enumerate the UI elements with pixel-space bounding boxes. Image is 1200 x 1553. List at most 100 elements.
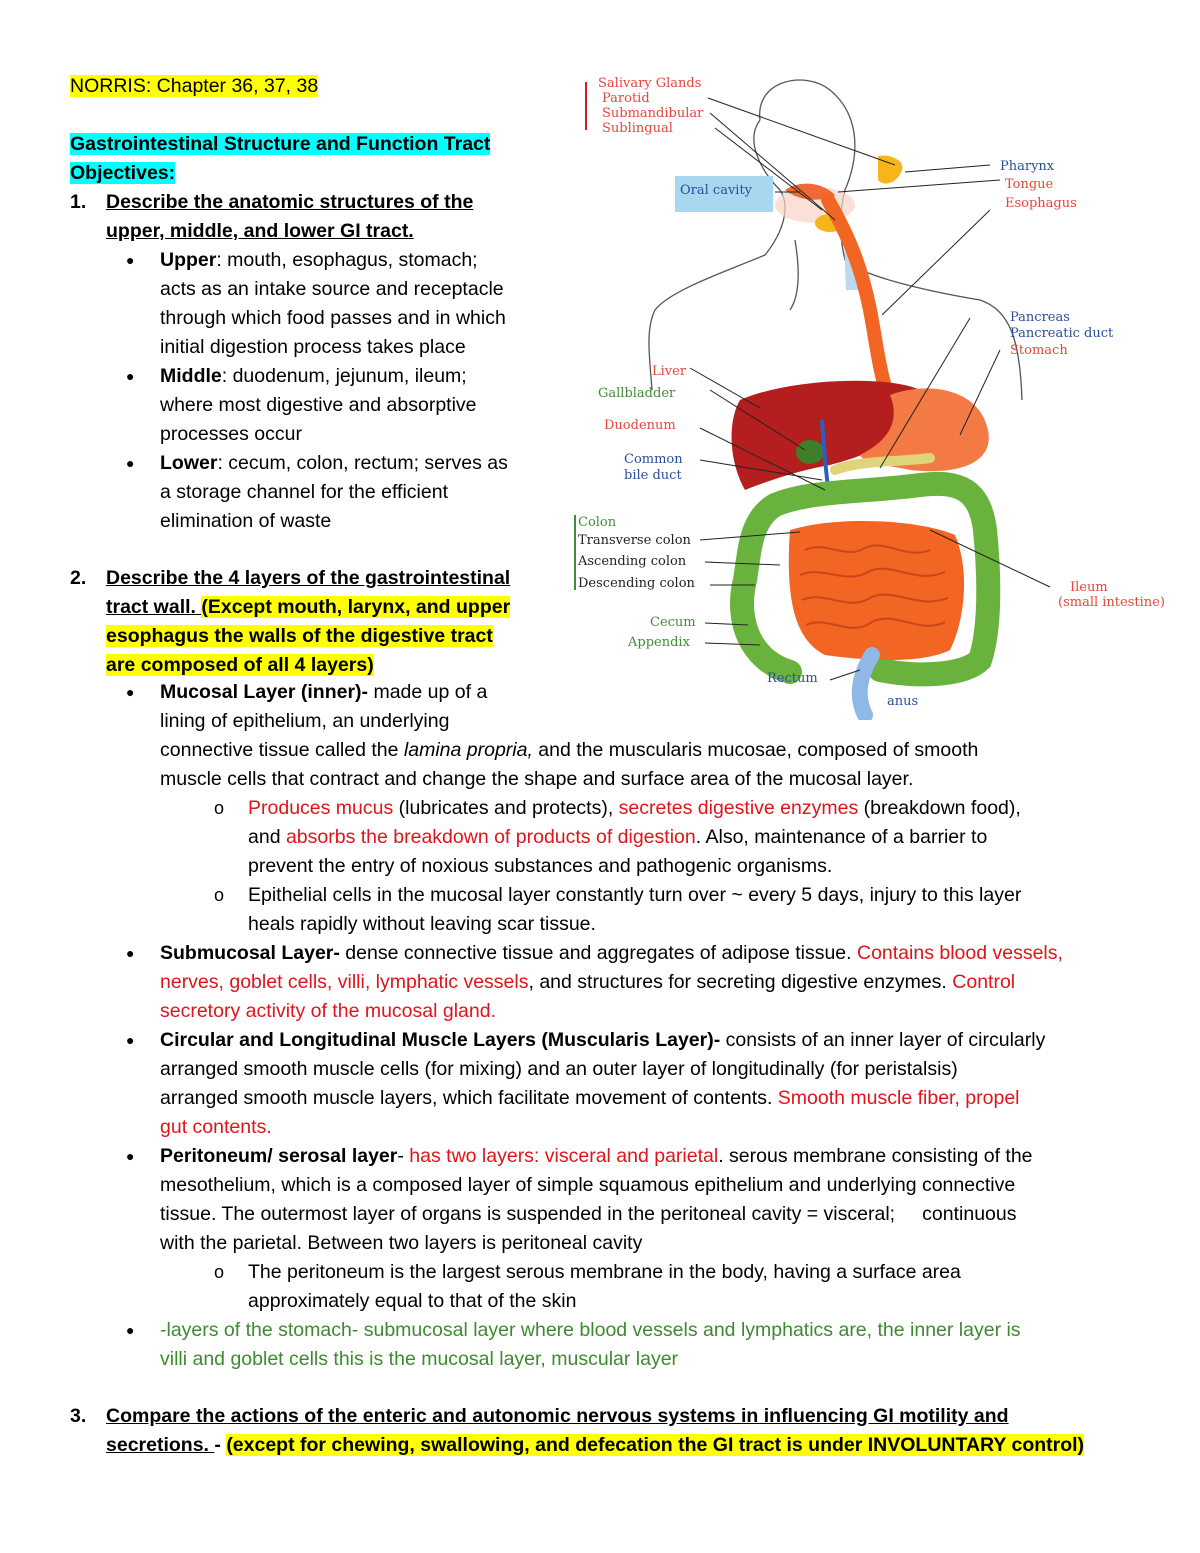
submucosal-red3: Control bbox=[952, 971, 1016, 993]
bullet-icon: ● bbox=[126, 252, 135, 268]
objective-2-line4: are composed of all 4 layers) bbox=[106, 651, 374, 680]
objective-2-line3: esophagus the walls of the digestive tra… bbox=[106, 622, 493, 651]
label-pharynx: Pharynx bbox=[1000, 159, 1055, 174]
digestive-system-diagram: Salivary Glands Parotid Submandibular Su… bbox=[574, 76, 1165, 720]
objective-3-line1: Compare the actions of the enteric and a… bbox=[106, 1405, 1009, 1427]
bullet-icon: ● bbox=[126, 455, 135, 471]
peritoneum-line2: mesothelium, which is a composed layer o… bbox=[160, 1174, 1016, 1196]
label-tongue: Tongue bbox=[1005, 177, 1054, 192]
liver-shape bbox=[731, 380, 922, 490]
lamina-propria-term: lamina propria, bbox=[403, 739, 533, 761]
lower-label: Lower bbox=[160, 452, 218, 474]
stomach-layers-note-line1: -layers of the stomach- submucosal layer… bbox=[160, 1319, 1021, 1341]
mucosal-sub1-line3: prevent the entry of noxious substances … bbox=[248, 855, 833, 877]
mucosal-line4: muscle cells that contract and change th… bbox=[160, 768, 914, 790]
muscle-text3: arranged smooth muscle layers, which fac… bbox=[160, 1087, 778, 1109]
circle-bullet-icon: o bbox=[214, 885, 225, 905]
mucosal-sub2-line2: heals rapidly without leaving scar tissu… bbox=[248, 913, 596, 935]
label-pancreatic-duct: Pancreatic duct bbox=[1010, 326, 1114, 341]
label-liver: Liver bbox=[652, 364, 687, 379]
stomach-layers-note-line2: villi and goblet cells this is the mucos… bbox=[160, 1348, 679, 1370]
peritoneum-dash: - bbox=[397, 1145, 410, 1167]
upper-line2: acts as an intake source and receptacle bbox=[160, 278, 504, 300]
bullet-icon: ● bbox=[126, 1322, 135, 1338]
upper-line3: through which food passes and in which bbox=[160, 307, 506, 329]
peritoneum-red: has two layers: visceral and parietal bbox=[409, 1145, 719, 1167]
mucosal-sub1-text2: (breakdown food), bbox=[858, 797, 1021, 819]
objective-2-note-line4: are composed of all 4 layers) bbox=[106, 654, 374, 676]
label-gallbladder: Gallbladder bbox=[598, 386, 676, 401]
mucosal-sub1-line2: and absorbs the breakdown of products of… bbox=[248, 823, 987, 852]
label-submandibular: Submandibular bbox=[602, 106, 704, 121]
intestine-folds bbox=[799, 544, 949, 629]
upper-item: Upper: mouth, esophagus, stomach; bbox=[160, 246, 478, 275]
submucosal-red2: nerves, goblet cells, villi, lymphatic v… bbox=[160, 971, 529, 993]
mucosal-sub1-text3: and bbox=[248, 826, 286, 848]
upper-text: : mouth, esophagus, stomach; bbox=[216, 249, 478, 271]
objective-1-number: 1. bbox=[70, 191, 87, 213]
label-cecum: Cecum bbox=[650, 615, 696, 630]
objective-3-number: 3. bbox=[70, 1405, 87, 1427]
small-intestine-shape bbox=[788, 520, 965, 660]
label-ileum: Ileum bbox=[1070, 580, 1108, 595]
pancreas-shape bbox=[830, 453, 935, 475]
mucosal-line3: connective tissue called the lamina prop… bbox=[160, 736, 978, 765]
objective-2-line2: tract wall. (Except mouth, larynx, and u… bbox=[106, 593, 511, 622]
objective-2-note-line3: esophagus the walls of the digestive tra… bbox=[106, 625, 493, 647]
objective-3-note: (except for chewing, swallowing, and def… bbox=[226, 1434, 1085, 1456]
label-esophagus: Esophagus bbox=[1005, 196, 1077, 211]
bile-duct-shape bbox=[820, 419, 830, 489]
label-anus: anus bbox=[887, 694, 918, 709]
label-pancreas: Pancreas bbox=[1010, 310, 1070, 325]
secretes-enzymes: secretes digestive enzymes bbox=[618, 797, 859, 819]
submucosal-red1: Contains blood vessels, bbox=[856, 942, 1063, 964]
middle-label: Middle bbox=[160, 365, 222, 387]
peritoneum-item: Peritoneum/ serosal layer- has two layer… bbox=[160, 1142, 1033, 1171]
produces-mucus: Produces mucus bbox=[248, 797, 394, 819]
lower-item: Lower: cecum, colon, rectum; serves as bbox=[160, 449, 508, 478]
mucosal-text: made up of a bbox=[368, 681, 488, 703]
oral-cavity-highlight bbox=[675, 176, 773, 212]
label-ascending-colon: Ascending colon bbox=[577, 554, 687, 569]
peritoneum-sub-line1: The peritoneum is the largest serous mem… bbox=[248, 1261, 961, 1283]
mucosal-line3-b: and the muscularis mucosae, composed of … bbox=[532, 739, 979, 761]
bullet-icon: ● bbox=[126, 1148, 135, 1164]
section-title-line1: Gastrointestinal Structure and Function … bbox=[70, 133, 491, 155]
mucosal-label: Mucosal Layer (inner)- bbox=[160, 681, 369, 703]
mucosal-line3-a: connective tissue called the bbox=[160, 739, 404, 761]
mucosal-item: Mucosal Layer (inner)- made up of a bbox=[160, 678, 487, 707]
label-rectum: Rectum bbox=[767, 671, 818, 686]
absorbs-products: absorbs the breakdown of products of dig… bbox=[285, 826, 696, 848]
section-title: Gastrointestinal Structure and Function … bbox=[70, 130, 491, 159]
label-descending-colon: Descending colon bbox=[578, 576, 696, 591]
lower-text: : cecum, colon, rectum; serves as bbox=[217, 452, 508, 474]
label-parotid: Parotid bbox=[602, 91, 650, 106]
peritoneum-sub-line2: approximately equal to that of the skin bbox=[248, 1290, 577, 1312]
submucosal-text1: dense connective tissue and aggregates o… bbox=[339, 942, 857, 964]
objective-1-line1: Describe the anatomic structures of the bbox=[106, 191, 474, 213]
upper-label: Upper bbox=[160, 249, 217, 271]
peritoneum-label: Peritoneum/ serosal layer bbox=[160, 1145, 398, 1167]
objective-3-dash: - bbox=[214, 1434, 227, 1456]
label-transverse-colon: Transverse colon bbox=[578, 533, 692, 548]
submucosal-text2: , and structures for secreting digestive… bbox=[528, 971, 953, 993]
bullet-icon: ● bbox=[126, 1032, 135, 1048]
muscle-text1: consists of an inner layer of circularly bbox=[720, 1029, 1046, 1051]
objective-3-line2: secretions. - (except for chewing, swall… bbox=[106, 1431, 1085, 1460]
gallbladder-shape bbox=[796, 440, 824, 464]
objective-2-line2-underlined: tract wall. bbox=[106, 596, 202, 618]
label-duodenum: Duodenum bbox=[604, 418, 676, 433]
mucosal-line2: lining of epithelium, an underlying bbox=[160, 710, 450, 732]
circle-bullet-icon: o bbox=[214, 798, 225, 818]
middle-line2: where most digestive and absorptive bbox=[160, 394, 477, 416]
stomach-shape bbox=[860, 388, 989, 472]
bullet-icon: ● bbox=[126, 945, 135, 961]
label-salivary-glands: Salivary Glands bbox=[598, 76, 701, 91]
objective-2-number: 2. bbox=[70, 567, 87, 589]
objectives-label: Objectives: bbox=[70, 162, 176, 184]
objective-1-line2: upper, middle, and lower GI tract. bbox=[106, 220, 414, 242]
objectives-heading: Objectives: bbox=[70, 159, 176, 188]
label-common: Common bbox=[624, 452, 683, 467]
muscle-line2: arranged smooth muscle cells (for mixing… bbox=[160, 1058, 958, 1080]
muscle-red1: Smooth muscle fiber, propel bbox=[777, 1087, 1020, 1109]
